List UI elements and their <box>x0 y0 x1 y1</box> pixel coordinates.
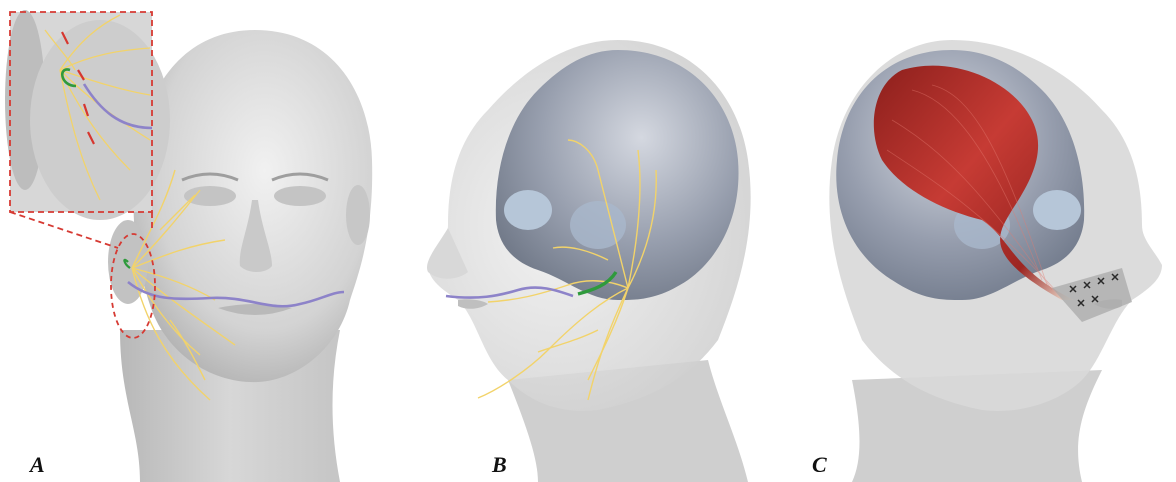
sphenoid <box>570 201 626 249</box>
panel-label-b: B <box>492 452 507 478</box>
panel-label-c: C <box>812 452 827 478</box>
orbit <box>1033 190 1081 230</box>
eye-right <box>274 186 326 206</box>
panel-a-illustration <box>0 0 388 482</box>
right-ear <box>346 185 370 245</box>
panel-c-illustration <box>782 0 1176 482</box>
eye-left <box>184 186 236 206</box>
panel-c: C <box>782 0 1176 482</box>
panel-b-illustration <box>388 0 782 482</box>
panel-b: B <box>388 0 782 482</box>
orbit <box>504 190 552 230</box>
inset <box>5 10 170 220</box>
panel-label-a: A <box>30 452 45 478</box>
panel-a: A <box>0 0 388 482</box>
